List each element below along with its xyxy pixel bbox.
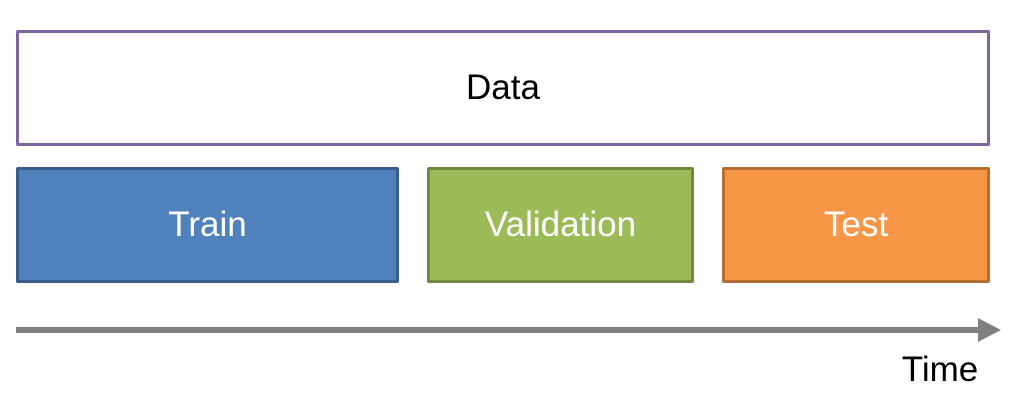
train-label: Train — [168, 205, 247, 244]
test-split-box: Test — [722, 167, 990, 283]
arrowhead-icon — [978, 318, 1001, 342]
time-axis-label: Time — [901, 350, 979, 389]
validation-split-box: Validation — [427, 167, 694, 283]
train-split-box: Train — [16, 167, 399, 283]
data-label: Data — [466, 68, 540, 107]
test-label: Test — [823, 205, 889, 244]
validation-label: Validation — [484, 205, 637, 244]
data-box: Data — [16, 30, 990, 146]
